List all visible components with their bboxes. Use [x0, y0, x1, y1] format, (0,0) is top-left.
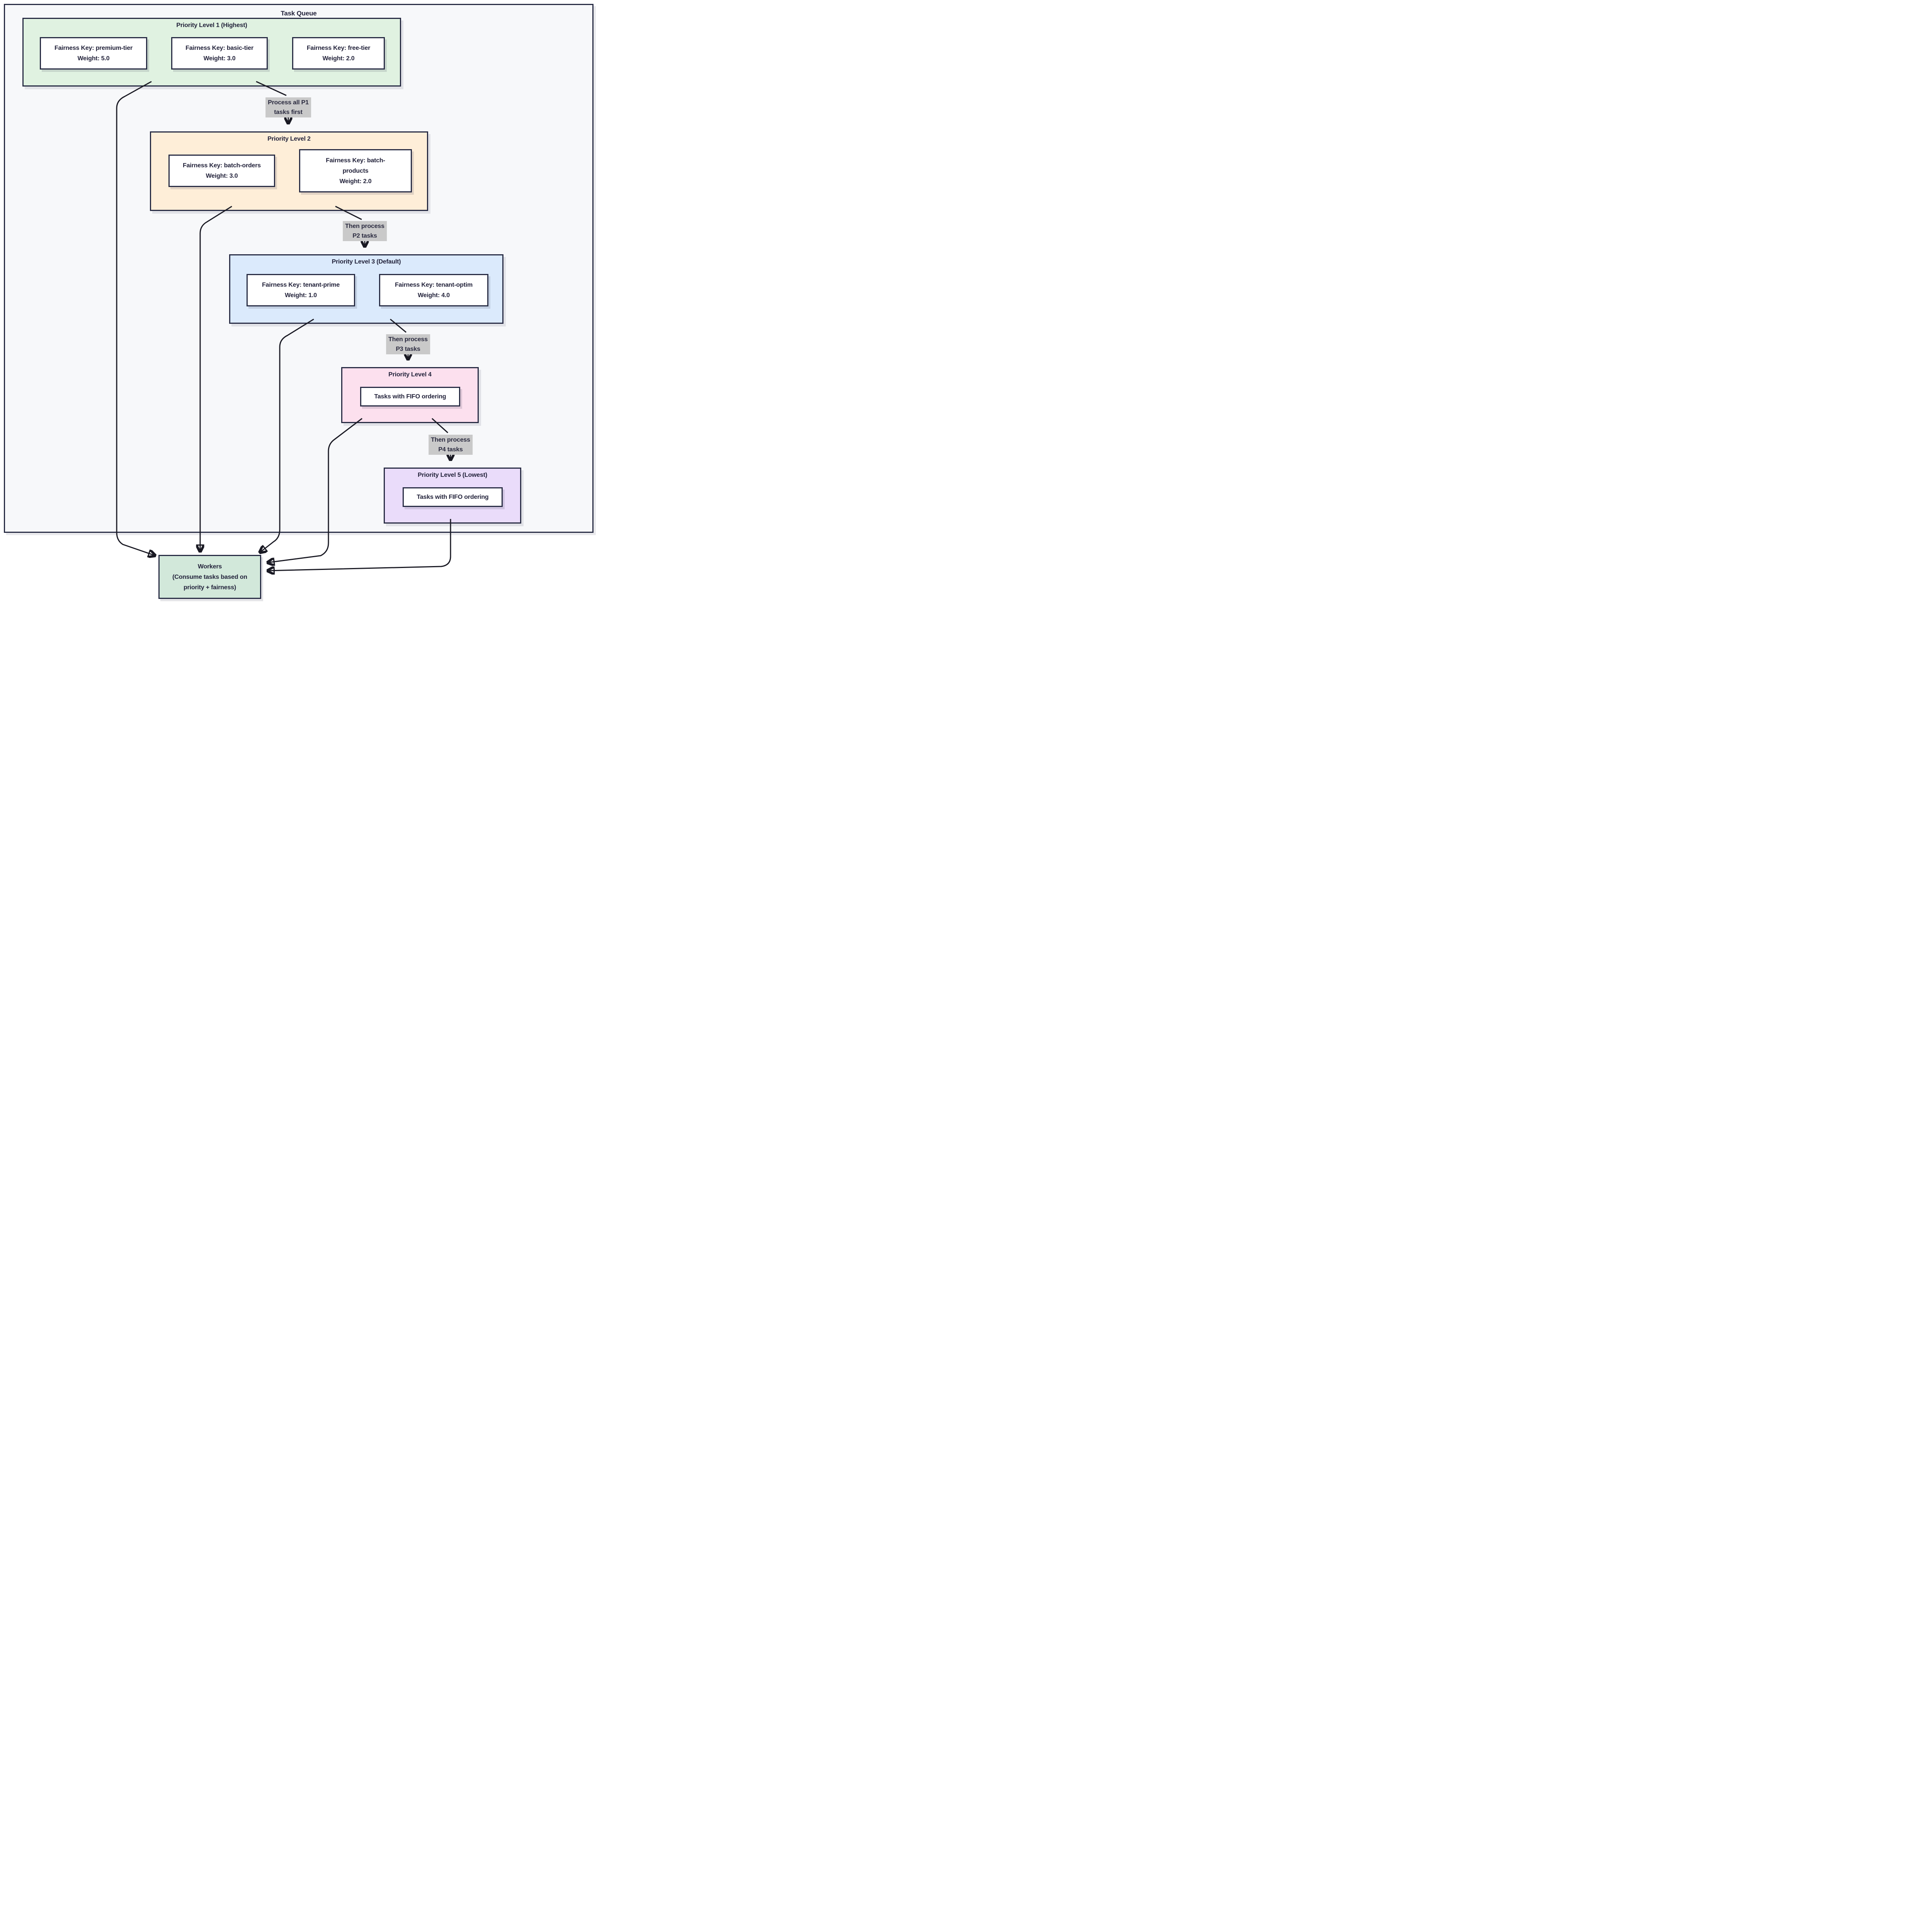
node-p4-fifo: Tasks with FIFO ordering	[360, 387, 460, 406]
node-premium-tier: Fairness Key: premium-tier Weight: 5.0	[40, 37, 147, 70]
node-tenant-optim-line2: Weight: 4.0	[418, 292, 450, 299]
task-queue-title: Task Queue	[281, 10, 317, 17]
node-tenant-prime: Fairness Key: tenant-prime Weight: 1.0	[247, 274, 355, 306]
priority-level-2-title: Priority Level 2	[267, 136, 311, 142]
node-basic-tier: Fairness Key: basic-tier Weight: 3.0	[171, 37, 268, 70]
node-free-tier-line1: Fairness Key: free-tier	[306, 45, 371, 51]
priority-level-3-title: Priority Level 3 (Default)	[332, 259, 401, 265]
node-tenant-optim: Fairness Key: tenant-optim Weight: 4.0	[379, 274, 488, 306]
edge-label-p4-p5-line1: Then process	[431, 437, 470, 443]
priority-level-5-title: Priority Level 5 (Lowest)	[418, 472, 487, 478]
node-free-tier: Fairness Key: free-tier Weight: 2.0	[292, 37, 385, 70]
edge-label-p3-p4-line1: Then process	[388, 336, 428, 343]
workers-line1: Workers	[197, 563, 222, 570]
priority-level-4-group: Priority Level 4 Tasks with FIFO orderin…	[341, 367, 479, 423]
node-batch-products: Fairness Key: batch- products Weight: 2.…	[299, 149, 412, 192]
flowchart-canvas: Task Queue Priority Level 1 (Highest) Fa…	[0, 0, 596, 601]
node-batch-products-line2: products	[342, 167, 369, 174]
node-p4-fifo-line1: Tasks with FIFO ordering	[374, 393, 446, 400]
edge-label-p3-p4: Then process P3 tasks	[386, 334, 430, 354]
node-batch-products-line1: Fairness Key: batch-	[326, 157, 385, 164]
node-basic-tier-line2: Weight: 3.0	[203, 55, 236, 62]
node-tenant-optim-line1: Fairness Key: tenant-optim	[395, 282, 473, 288]
node-free-tier-line2: Weight: 2.0	[322, 55, 355, 62]
edge-label-p4-p5: Then process P4 tasks	[429, 435, 473, 455]
priority-level-1-group: Priority Level 1 (Highest) Fairness Key:…	[22, 18, 401, 87]
priority-level-3-group: Priority Level 3 (Default) Fairness Key:…	[229, 254, 503, 324]
workers-line2: (Consume tasks based on	[172, 573, 247, 580]
node-tenant-prime-line1: Fairness Key: tenant-prime	[262, 282, 340, 288]
node-premium-tier-line2: Weight: 5.0	[77, 55, 110, 62]
node-premium-tier-line1: Fairness Key: premium-tier	[54, 45, 133, 51]
node-p5-fifo-line1: Tasks with FIFO ordering	[417, 494, 489, 500]
task-queue-container: Task Queue Priority Level 1 (Highest) Fa…	[4, 4, 594, 533]
edge-label-p1-p2-line2: tasks first	[274, 109, 303, 116]
workers-line3: priority + fairness)	[183, 584, 236, 591]
node-p5-fifo: Tasks with FIFO ordering	[403, 487, 503, 507]
edge-label-p2-p3-line1: Then process	[345, 223, 384, 230]
node-batch-orders-line1: Fairness Key: batch-orders	[183, 162, 261, 169]
priority-level-1-title: Priority Level 1 (Highest)	[176, 22, 247, 29]
edge-label-p1-p2-line1: Process all P1	[268, 99, 309, 106]
node-basic-tier-line1: Fairness Key: basic-tier	[185, 45, 253, 51]
node-batch-orders: Fairness Key: batch-orders Weight: 3.0	[168, 155, 275, 187]
edge-label-p1-p2: Process all P1 tasks first	[265, 97, 311, 117]
priority-level-4-title: Priority Level 4	[388, 371, 432, 378]
edge-label-p2-p3-line2: P2 tasks	[352, 233, 377, 239]
node-batch-orders-line2: Weight: 3.0	[206, 173, 238, 179]
node-batch-products-line3: Weight: 2.0	[339, 178, 372, 185]
priority-level-5-group: Priority Level 5 (Lowest) Tasks with FIF…	[384, 468, 521, 524]
node-tenant-prime-line2: Weight: 1.0	[285, 292, 317, 299]
edge-label-p4-p5-line2: P4 tasks	[438, 446, 463, 453]
priority-level-2-group: Priority Level 2 Fairness Key: batch-ord…	[150, 131, 428, 211]
edge-label-p2-p3: Then process P2 tasks	[343, 221, 387, 241]
edge-label-p3-p4-line2: P3 tasks	[396, 346, 420, 352]
workers-node: Workers (Consume tasks based on priority…	[158, 555, 261, 599]
